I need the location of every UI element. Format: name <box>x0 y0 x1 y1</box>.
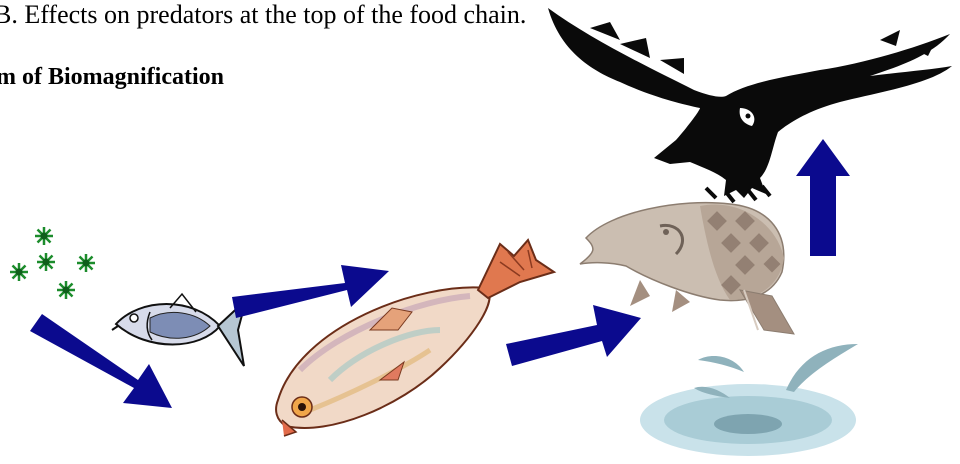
plankton-icon <box>10 227 95 299</box>
medium-fish-icon <box>276 240 554 436</box>
water-splash-icon <box>640 344 858 456</box>
arrow-icon <box>506 305 641 366</box>
arrow-icon <box>232 265 389 318</box>
arrow-icon <box>796 139 850 256</box>
small-fish-icon <box>112 294 246 366</box>
eagle-icon <box>548 8 952 202</box>
